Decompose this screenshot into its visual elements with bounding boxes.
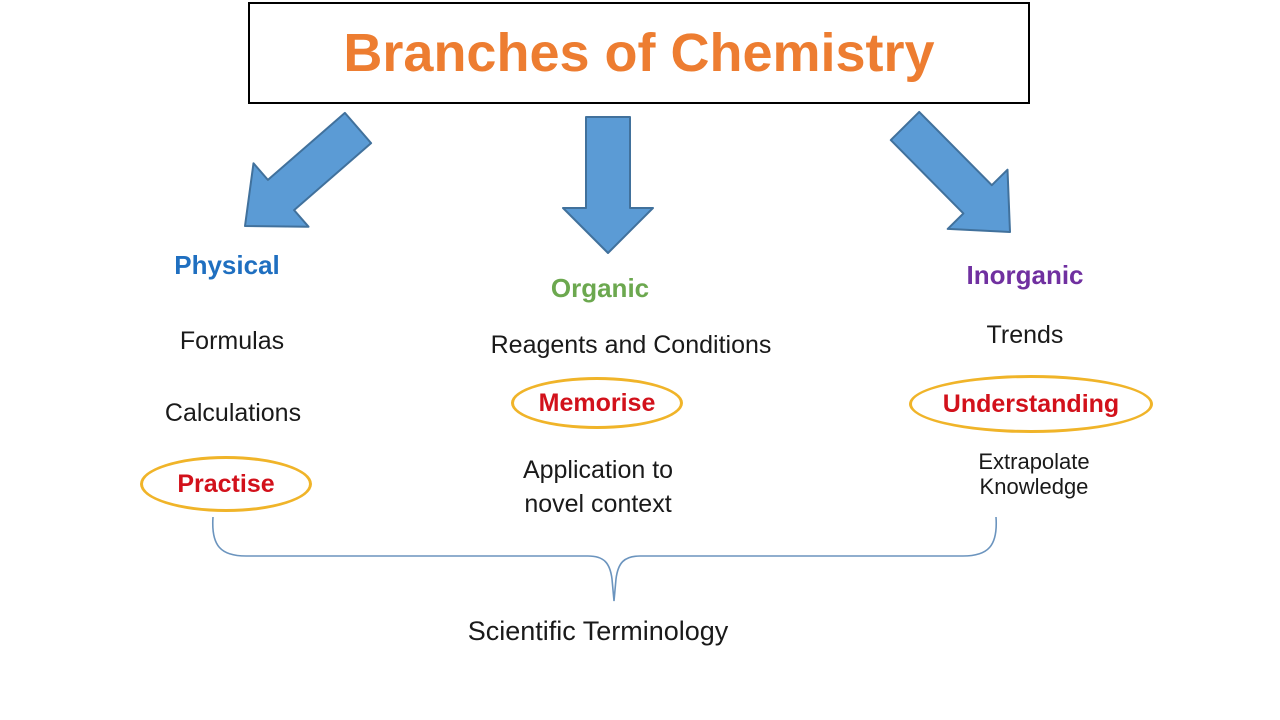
physical-circled-keyword: Practise [177,469,275,498]
organic-circled-keyword-ellipse: Memorise [511,377,683,429]
physical-item-calculations: Calculations [164,399,302,427]
organic-circled-keyword: Memorise [538,388,656,417]
physical-item-formulas: Formulas [179,327,285,355]
arrow-down-left-icon [244,111,373,228]
organic-item-application: Application to novel context [522,456,674,518]
page-title: Branches of Chemistry [343,23,935,83]
arrow-down-right-icon [889,110,1011,233]
footer-label: Scientific Terminology [467,616,729,646]
inorganic-item-extrapolate: Extrapolate Knowledge [978,449,1090,499]
inorganic-circled-keyword-ellipse: Understanding [909,375,1153,433]
inorganic-item-trends: Trends [986,321,1064,349]
under-brace-icon [211,516,998,602]
branch-heading-organic: Organic [550,273,650,303]
inorganic-circled-keyword: Understanding [942,389,1120,418]
organic-item-reagents: Reagents and Conditions [490,331,772,359]
branch-heading-physical: Physical [174,250,280,280]
arrow-down-icon [562,116,654,254]
title-box: Branches of Chemistry [248,2,1030,104]
branch-heading-inorganic: Inorganic [966,260,1084,290]
physical-circled-keyword-ellipse: Practise [140,456,312,512]
